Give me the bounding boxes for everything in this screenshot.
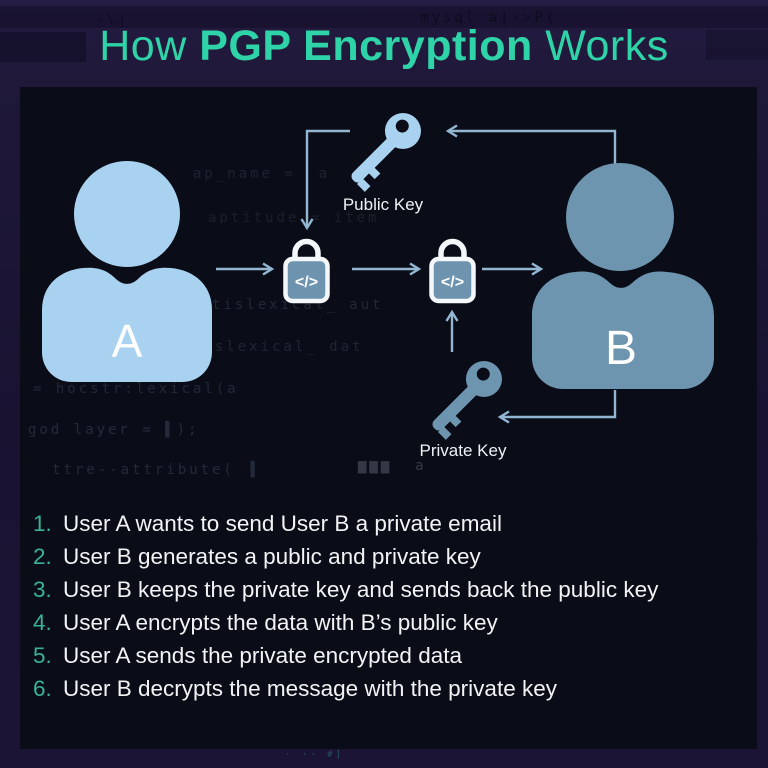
title-prefix: How (99, 22, 200, 70)
arrow-b-to-private-key (497, 390, 617, 424)
lock1-body (283, 256, 330, 304)
step-text: User B generates a public and private ke… (63, 544, 481, 569)
step-number: 1. (33, 511, 52, 536)
step-text: User B keeps the private key and sends b… (63, 577, 659, 602)
step-number: 4. (33, 610, 52, 635)
flow-arrows (216, 124, 617, 424)
lock2-shackle (438, 238, 467, 260)
step-number: 3. (33, 577, 52, 602)
step-text: User B decrypts the message with the pri… (63, 676, 557, 701)
public-key-icon (351, 113, 421, 192)
list-item: 6. User B decrypts the message with the … (33, 676, 658, 709)
list-item: 2. User B generates a public and private… (33, 544, 658, 577)
private-key-icon (432, 361, 502, 440)
lock1-shackle (292, 238, 321, 260)
encrypted-lock-icon-1: </> (283, 238, 330, 304)
lock2-body (429, 256, 476, 304)
user-a-body (42, 267, 212, 382)
page-title: How PGP Encryption Works (0, 22, 768, 71)
step-text: User A sends the private encrypted data (63, 643, 462, 668)
step-number: 2. (33, 544, 52, 569)
public-key-hole (395, 119, 409, 133)
step-text: User A encrypts the data with B’s public… (63, 610, 498, 635)
user-a-figure: A (42, 161, 212, 382)
user-a-head (74, 161, 180, 267)
encrypted-lock-icon-2: </> (429, 238, 476, 304)
user-b-body (532, 271, 714, 389)
arrow-b-to-public-key (445, 124, 617, 166)
steps-list: 1. User A wants to send User B a private… (33, 511, 658, 709)
lock1-code-glyph: </> (295, 274, 318, 291)
title-highlight: PGP Encryption (199, 22, 533, 70)
lock2-code-glyph: </> (441, 274, 464, 291)
private-key-hole (476, 367, 490, 381)
step-text: User A wants to send User B a private em… (63, 511, 502, 536)
user-a-label: A (112, 315, 143, 367)
list-item: 4. User A encrypts the data with B’s pub… (33, 610, 658, 643)
list-item: 3. User B keeps the private key and send… (33, 577, 658, 610)
list-item: 1. User A wants to send User B a private… (33, 511, 658, 544)
user-b-label: B (605, 322, 637, 375)
user-b-head (566, 163, 674, 271)
title-suffix: Works (532, 22, 669, 70)
user-b-figure: B (532, 163, 714, 389)
step-number: 5. (33, 643, 52, 668)
step-number: 6. (33, 676, 52, 701)
private-key-label: Private Key (420, 441, 507, 460)
list-item: 5. User A sends the private encrypted da… (33, 643, 658, 676)
public-key-label: Public Key (343, 195, 424, 214)
arrow-public-key-to-lock1 (300, 129, 350, 231)
